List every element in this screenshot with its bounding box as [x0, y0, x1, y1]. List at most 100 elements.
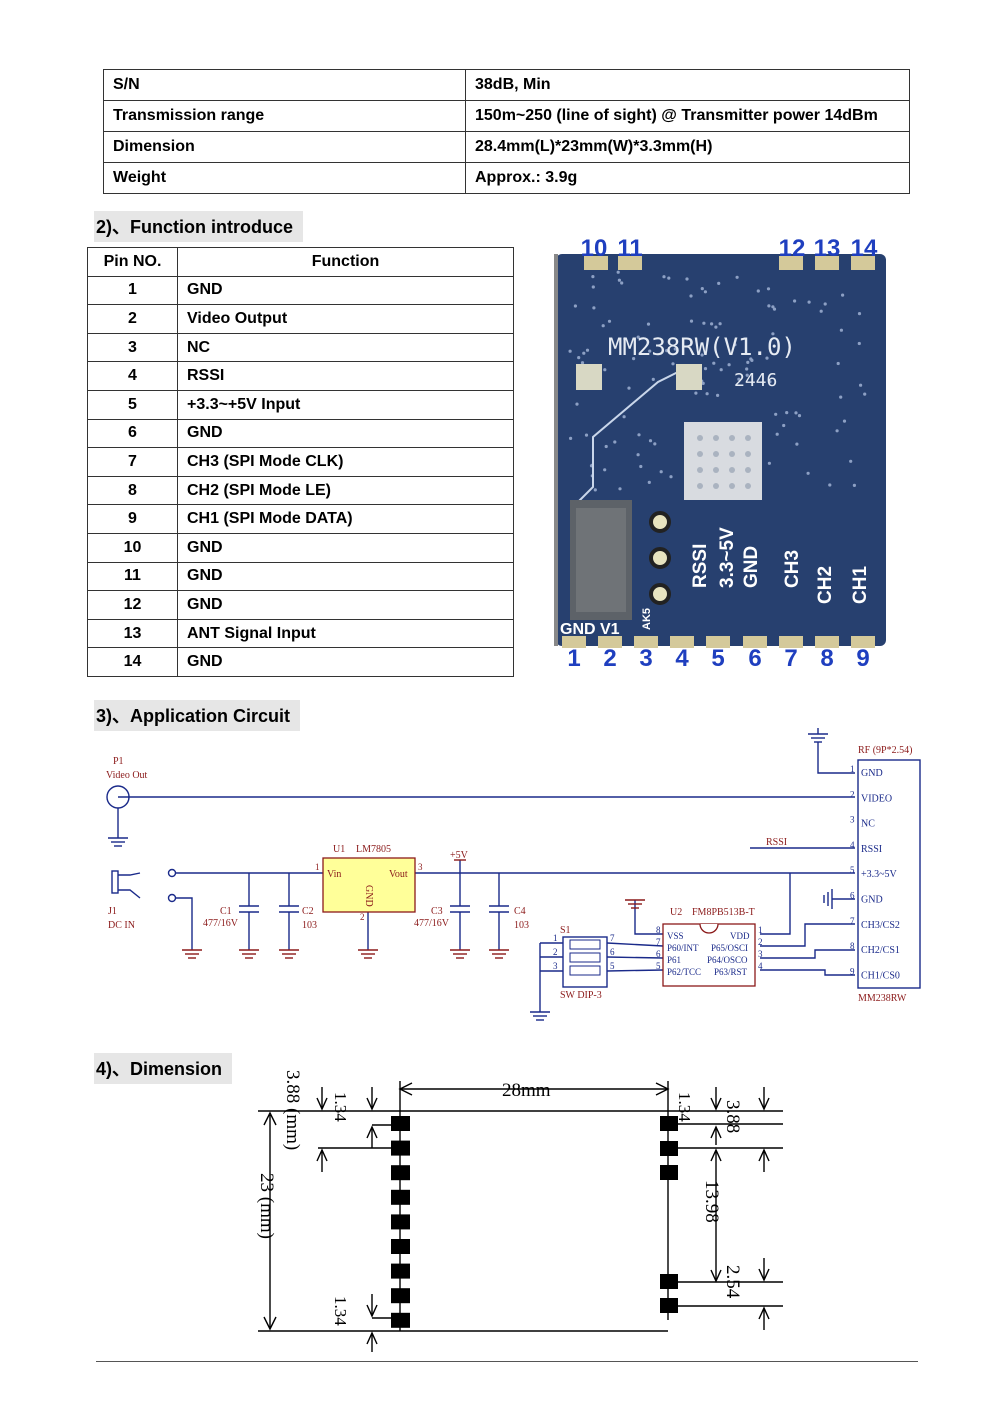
shield-texture [576, 508, 626, 612]
j1-name: DC IN [108, 920, 135, 931]
pin-function: GND [177, 647, 514, 677]
via-dot [716, 393, 720, 397]
pin-pad [391, 1263, 410, 1279]
via-dot [841, 293, 845, 297]
pin-pad [391, 1312, 410, 1328]
pin-pad [779, 636, 803, 648]
thermal-vias [697, 435, 751, 489]
u2-pin-label: P64/OSCO [707, 955, 748, 965]
bottom-pin-number: 4 [675, 645, 689, 672]
via-dot [828, 483, 832, 487]
c1-ref: C1 [220, 906, 232, 917]
bottom-pin-number: 1 [567, 645, 580, 672]
via-dot [767, 461, 771, 465]
via-dot [616, 270, 620, 274]
rf-module-header [857, 759, 921, 989]
u2-mcu [662, 923, 756, 987]
pin-function: CH2 (SPI Mode LE) [177, 475, 514, 506]
dim-height: 23 (mm) [256, 1173, 277, 1239]
rf-module-name: MM238RW [858, 993, 907, 1004]
rf-pin-label: GND [861, 768, 883, 779]
via-dot [785, 411, 789, 415]
s1-pin-num: 1 [553, 933, 558, 943]
via-dot [718, 322, 722, 326]
c2-val: 103 [302, 920, 317, 931]
u2-pin-label: P60/INT [667, 943, 699, 953]
date-code: 2446 [734, 370, 777, 391]
pin-pad [851, 256, 875, 270]
c4-ref: C4 [514, 906, 526, 917]
pin-function: GND [177, 418, 514, 449]
pin-number: 4 [87, 361, 178, 391]
via-dot [627, 386, 631, 390]
pin-number: 10 [87, 532, 178, 563]
u2-pin-label: P62/TCC [667, 967, 701, 977]
via-dot [647, 480, 651, 484]
via-dot [793, 299, 797, 303]
s1-pin-num: 7 [610, 933, 615, 943]
via-dot [585, 348, 590, 352]
via-dot [839, 395, 843, 399]
u2-pin-num: 7 [656, 937, 661, 947]
via-dot [859, 383, 863, 387]
spec-value: 150m~250 (line of sight) @ Transmitter p… [465, 100, 910, 132]
via-dot [782, 423, 786, 428]
bottom-pin-number: 9 [856, 645, 869, 672]
via-dot [648, 439, 653, 443]
bottom-pads [562, 636, 875, 648]
top-pin-number: 13 [814, 235, 841, 262]
top-pin-number: 12 [779, 235, 806, 262]
u1-pin1: 1 [315, 862, 320, 872]
via-dot [797, 414, 802, 418]
pin-function: GND [177, 561, 514, 592]
via-dot [823, 302, 827, 306]
rf-pin-label: CH2/CS1 [861, 945, 900, 956]
thermal-via [713, 435, 719, 441]
via-dot [852, 483, 856, 487]
via-dot [842, 419, 847, 423]
via-dot [659, 470, 663, 474]
page-divider [96, 1361, 918, 1362]
pin-number: 14 [87, 647, 178, 677]
via-dot [665, 349, 669, 353]
via-dot [671, 362, 675, 366]
silk-ch3: CH3 [782, 550, 803, 588]
via-dot [737, 377, 741, 381]
u1-vout: Vout [389, 869, 408, 880]
via-ring [649, 511, 671, 533]
s1-pin-num: 2 [553, 947, 558, 957]
thermal-via [745, 483, 751, 489]
via-dot [591, 285, 595, 289]
via-dot [735, 275, 739, 279]
section-heading-circuit: 3)、Application Circuit [94, 700, 301, 731]
u1-regulator [322, 857, 416, 913]
via-dot [623, 337, 627, 341]
pin-function: NC [177, 332, 514, 363]
via-dot [719, 368, 723, 372]
rssi-net-label: RSSI [766, 837, 787, 848]
via-dot [765, 356, 769, 360]
bottom-pin-number: 3 [639, 645, 652, 672]
via-dot [795, 442, 799, 446]
via-dot [766, 287, 771, 291]
c3-ref: C3 [431, 906, 443, 917]
via-dot [772, 307, 777, 311]
u1-part: LM7805 [356, 844, 391, 855]
via-dot [636, 335, 640, 339]
via-dot [593, 488, 597, 492]
u1-pin3: 3 [418, 862, 423, 872]
pin-pad [391, 1189, 410, 1205]
via-dot [694, 391, 698, 395]
via-dot [756, 289, 760, 293]
via-dot [569, 436, 573, 440]
thermal-via [745, 467, 751, 473]
via-dot [607, 319, 612, 323]
via-dot [733, 343, 737, 347]
u2-pin-num: 3 [758, 949, 763, 959]
u2-pin-labels: VSS P60/INT P61 P62/TCC VDD P65/OSCI P64… [553, 925, 763, 977]
